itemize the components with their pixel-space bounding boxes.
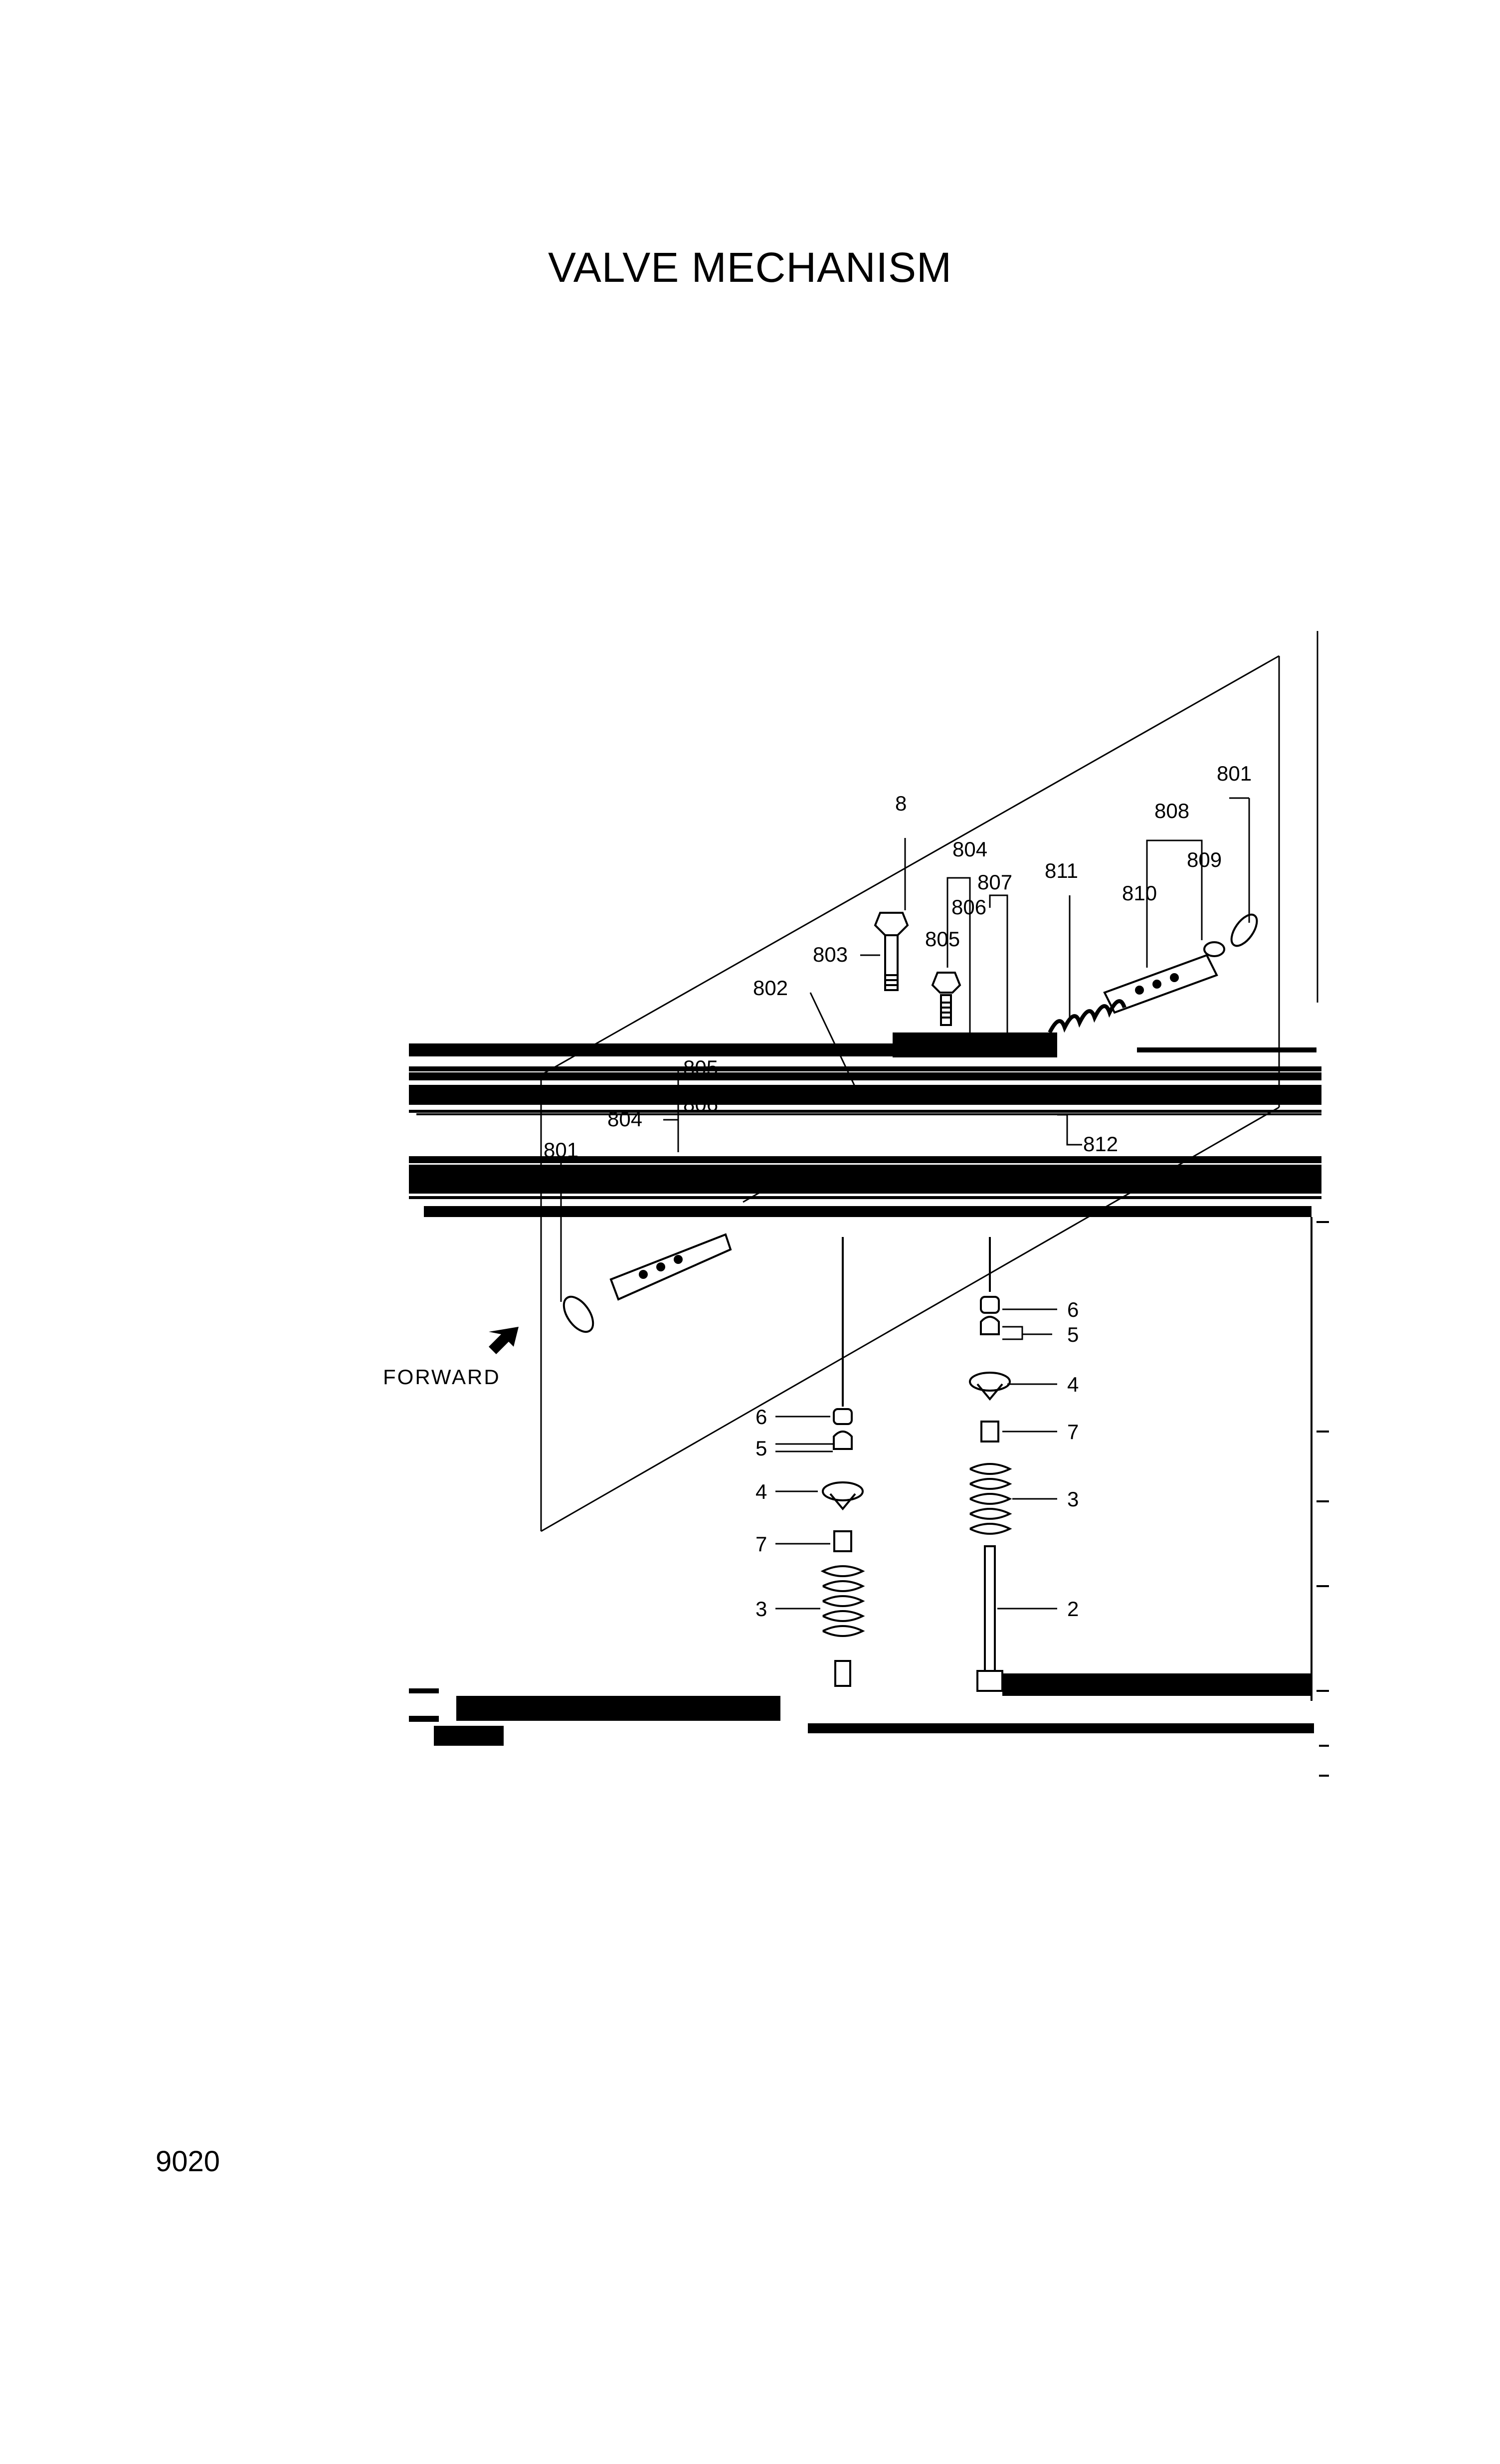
page-number: 9020 bbox=[156, 2145, 220, 2178]
right-valve-stack bbox=[969, 1237, 1012, 1692]
callout-812: 812 bbox=[1083, 1132, 1118, 1156]
callout-5-left: 5 bbox=[755, 1437, 767, 1460]
right-edge-ticks bbox=[1311, 1217, 1329, 1777]
callout-806-mid: 806 bbox=[683, 1092, 718, 1116]
callout-8: 8 bbox=[895, 792, 907, 815]
callout-808: 808 bbox=[1154, 799, 1189, 822]
callout-6-left: 6 bbox=[755, 1405, 767, 1429]
callout-803: 803 bbox=[813, 943, 848, 966]
rocker-shaft-upper bbox=[1103, 913, 1258, 1014]
spring-811 bbox=[1048, 999, 1126, 1033]
callout-806-top: 806 bbox=[951, 895, 986, 919]
callout-804-top: 804 bbox=[952, 837, 987, 861]
callout-3-left: 3 bbox=[755, 1597, 767, 1621]
callout-2-right: 2 bbox=[1067, 1597, 1079, 1621]
lower-band bbox=[409, 1673, 1314, 1746]
callout-805-mid: 805 bbox=[683, 1056, 718, 1079]
bolt-803 bbox=[874, 912, 909, 991]
callout-810: 810 bbox=[1122, 881, 1157, 905]
callout-labels: 801 808 809 810 811 8 804 807 806 805 80… bbox=[383, 762, 1252, 1621]
nut-805 bbox=[931, 972, 961, 1026]
callout-805-top: 805 bbox=[925, 927, 960, 951]
callout-3-right: 3 bbox=[1067, 1487, 1079, 1511]
rocker-shaft-lower bbox=[562, 1233, 732, 1333]
leader-lines bbox=[560, 797, 1250, 1610]
callout-801-mid: 801 bbox=[544, 1138, 578, 1162]
callout-807: 807 bbox=[977, 870, 1012, 894]
callout-7-left: 7 bbox=[755, 1532, 767, 1556]
cylinder-head-band bbox=[409, 1032, 1321, 1217]
callout-4-left: 4 bbox=[755, 1480, 767, 1503]
callout-804-mid: 804 bbox=[607, 1107, 642, 1131]
callout-4-right: 4 bbox=[1067, 1373, 1079, 1396]
callout-809: 809 bbox=[1187, 848, 1222, 871]
callout-7-right: 7 bbox=[1067, 1420, 1079, 1443]
callout-6-right: 6 bbox=[1067, 1298, 1079, 1321]
callout-5-right: 5 bbox=[1067, 1323, 1079, 1346]
forward-label: FORWARD bbox=[383, 1365, 501, 1389]
forward-arrow-icon bbox=[489, 1327, 519, 1354]
left-valve-stack bbox=[820, 1237, 865, 1687]
callout-801-top: 801 bbox=[1217, 762, 1252, 785]
page-title: VALVE MECHANISM bbox=[548, 244, 952, 291]
callout-811: 811 bbox=[1045, 859, 1078, 882]
callout-802: 802 bbox=[753, 976, 788, 1000]
perspective-frame bbox=[540, 631, 1318, 1532]
